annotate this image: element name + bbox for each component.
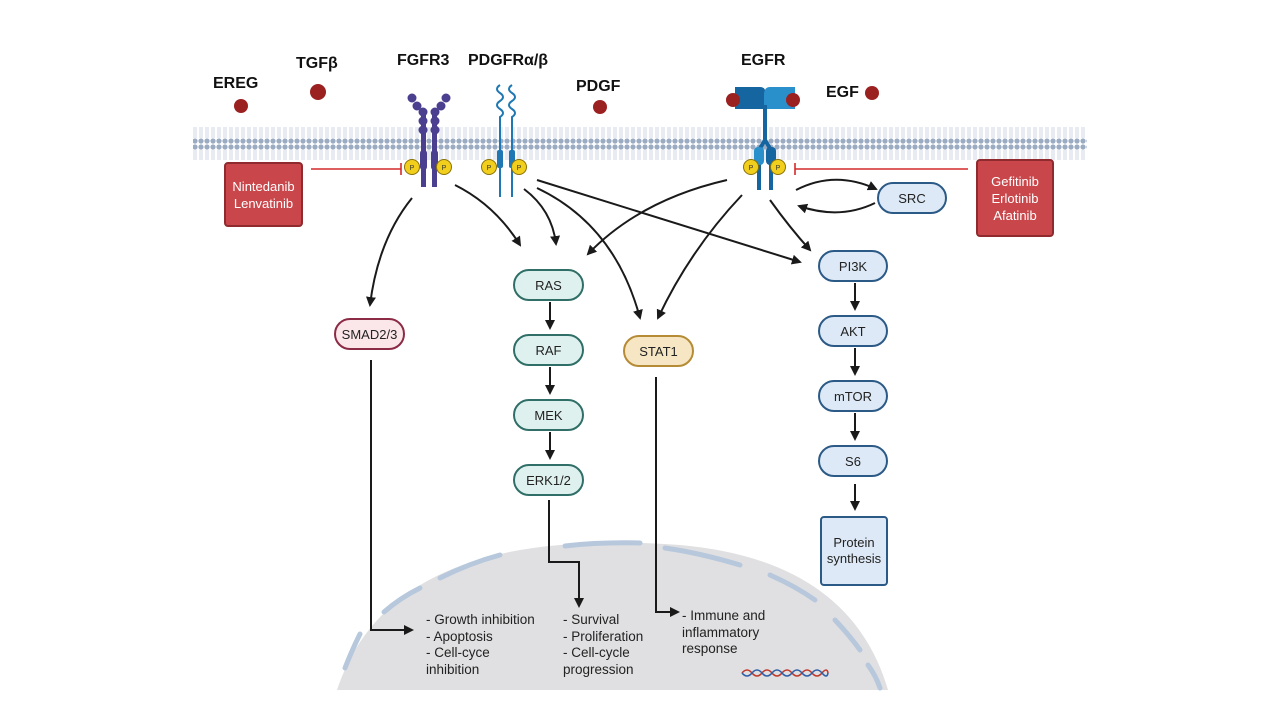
egf-ligand-icon (865, 86, 879, 100)
drug-nintedanib: Nintedanib (232, 178, 295, 194)
drug-afatinib: Afatinib (993, 207, 1037, 223)
nuclear-envelope-segment (437, 552, 503, 581)
pathway-arrows (366, 178, 878, 635)
arrow-egfr-pi3k (769, 199, 812, 252)
node-ras: RAS (513, 269, 584, 301)
outcome-response: response (682, 641, 738, 656)
nuclear-envelope-segment (381, 585, 423, 615)
node-akt: AKT (818, 315, 888, 347)
egf-label: EGF (826, 84, 859, 101)
node-stat1: STAT1 (623, 335, 694, 367)
phospho-icon (436, 159, 452, 175)
outcome-cell-cycle-progression: - Cell-cycle (563, 645, 630, 660)
arrow-smad-nucleus (370, 360, 414, 635)
node-pi3k: PI3K (818, 250, 888, 282)
phospho-icon (511, 159, 527, 175)
protein-synthesis-line: Protein (833, 535, 875, 550)
tgfb-ligand-icon (310, 84, 326, 100)
nuclear-envelope-segment (767, 572, 818, 603)
outcome-survival: - Survival (563, 612, 620, 627)
phospho-icon (770, 159, 786, 175)
fgfr-inhibitor-drugs-box: Nintedanib Lenvatinib (224, 162, 303, 227)
node-raf: RAF (513, 334, 584, 366)
outcome-cell-cycle-progression-cont: progression (563, 661, 634, 677)
outcome-inflammatory: inflammatory (682, 624, 760, 640)
tgfb-label: TGFβ (296, 55, 338, 72)
drug-gefitinib: Gefitinib (991, 173, 1039, 189)
fgfr-inhibition-line (311, 163, 402, 175)
arrow-pdgfr-pi3k (536, 179, 802, 265)
ereg-ligand-icon (234, 99, 248, 113)
outcome-immune: - Immune and (682, 608, 766, 623)
node-s6: S6 (818, 445, 888, 477)
egfr-label: EGFR (741, 52, 786, 69)
svg-text:P: P (776, 165, 781, 172)
nuclear-envelope-segment (832, 617, 863, 653)
smad-outcomes: - Growth inhibition - Apoptosis - Cell-c… (426, 612, 535, 678)
phospho-sites: P P P P P P (404, 159, 786, 175)
arrow-src-egfr (797, 202, 876, 214)
arrow-egfr-stat1 (656, 194, 743, 320)
arrow-egfr-src (795, 178, 878, 191)
pdgf-label: PDGF (576, 78, 621, 95)
outcome-growth-inhibition: - Growth inhibition (426, 612, 535, 627)
nuclear-envelope-segment (562, 540, 643, 549)
cell-membrane (193, 124, 1087, 160)
svg-text:P: P (749, 165, 754, 172)
svg-text:P: P (517, 165, 522, 172)
protein-synthesis-box: Protein synthesis (820, 516, 888, 586)
fgfr3-receptor-icon (407, 93, 451, 187)
arrow-stat1-nucleus (655, 377, 680, 617)
egfr-inhibitor-drugs-box: Gefitinib Erlotinib Afatinib (976, 159, 1054, 237)
outcome-proliferation: - Proliferation (563, 628, 644, 644)
node-src: SRC (877, 182, 947, 214)
arrow-erk-nucleus (548, 500, 584, 608)
node-mek: MEK (513, 399, 584, 431)
arrow-egfr-ras (586, 179, 728, 256)
svg-text:P: P (410, 165, 415, 172)
drug-lenvatinib: Lenvatinib (233, 195, 294, 211)
arrow-pdgfr-ras (523, 188, 561, 246)
arrow-fgfr3-smad (366, 197, 413, 307)
svg-text:P: P (487, 165, 492, 172)
protein-synthesis-line: synthesis (826, 551, 882, 566)
drug-erlotinib: Erlotinib (991, 190, 1039, 206)
arrow-fgfr3-ras (454, 184, 522, 247)
inhibition-lines (311, 163, 968, 175)
node-erk1-2: ERK1/2 (513, 464, 584, 496)
fgfr3-label: FGFR3 (397, 52, 450, 69)
nuclear-envelope-segment (662, 545, 743, 568)
outcome-apoptosis: - Apoptosis (426, 628, 493, 644)
phospho-icon (404, 159, 420, 175)
stat-outcomes: - Immune and inflammatory response (682, 608, 765, 658)
phospho-icon (481, 159, 497, 175)
ereg-label: EREG (213, 75, 259, 92)
outcome-cell-cycle-inhibition: - Cell-cyce (426, 645, 490, 660)
nuclear-envelope-segment (342, 631, 363, 671)
egfr-inhibition-line (794, 163, 968, 175)
node-mtor: mTOR (818, 380, 888, 412)
svg-text:P: P (442, 165, 447, 172)
nucleus (337, 540, 888, 691)
egfr-receptor-icon (726, 87, 800, 190)
nuclear-envelope-segment (865, 662, 883, 691)
pdgf-ligand-icon (593, 100, 607, 114)
node-smad2-3: SMAD2/3 (334, 318, 405, 350)
outcome-cell-cycle-inhibition-cont: inhibition (426, 661, 480, 677)
pdgfr-label: PDGFRα/β (468, 52, 549, 69)
phospho-icon (743, 159, 759, 175)
erk-outcomes: - Survival - Proliferation - Cell-cycle … (563, 612, 643, 678)
arrow-pdgfr-stat1 (536, 187, 643, 320)
dna-helix-icon (741, 669, 829, 677)
